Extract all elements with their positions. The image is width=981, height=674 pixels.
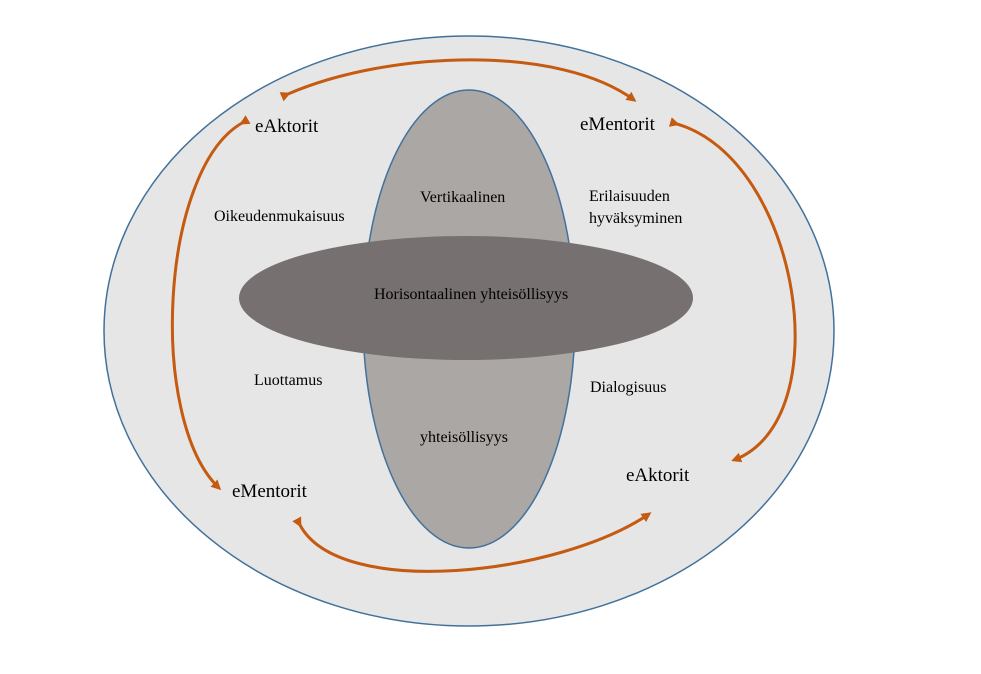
value-dialogisuus: Dialogisuus: [590, 379, 666, 396]
node-bottom-left: eMentorit: [232, 481, 308, 502]
vertical-label-bottom: yhteisöllisyys: [420, 429, 508, 446]
node-top-right: eMentorit: [580, 114, 656, 135]
arrow-left: [170, 115, 251, 491]
value-hyvaksyminen: hyväksyminen: [589, 210, 682, 227]
arrow-top: [279, 58, 637, 102]
value-luottamus: Luottamus: [254, 372, 322, 389]
horizontal-community-ellipse: [239, 236, 693, 360]
arrow-right: [668, 117, 797, 463]
horizontal-label: Horisontaalinen yhteisöllisyys: [374, 286, 568, 303]
node-top-left: eAktorit: [255, 116, 319, 137]
arrows: [170, 58, 797, 573]
value-erilaisuuden: Erilaisuuden: [589, 188, 670, 205]
value-oikeudenmukaisuus: Oikeudenmukaisuus: [214, 208, 345, 225]
vertical-label-top: Vertikaalinen: [420, 189, 505, 206]
arrow-bottom: [292, 512, 652, 573]
node-bottom-right: eAktorit: [626, 465, 690, 486]
